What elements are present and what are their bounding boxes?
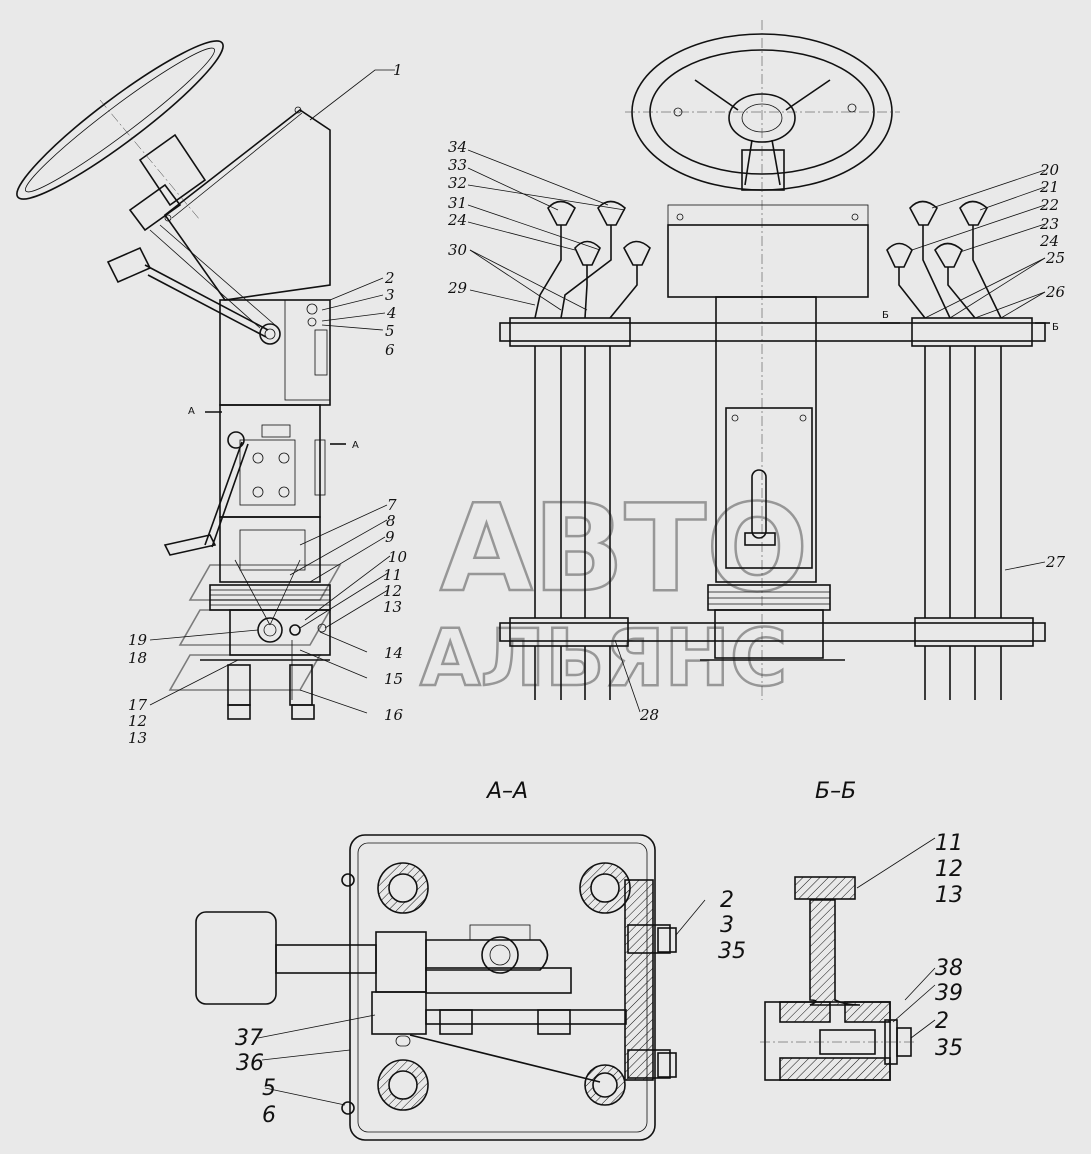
callout-21: 21 bbox=[1039, 178, 1059, 196]
callout-29: 29 bbox=[447, 279, 468, 297]
callout-28: 28 bbox=[639, 706, 659, 724]
callout-23: 23 bbox=[1039, 215, 1059, 233]
rods-left bbox=[534, 346, 611, 700]
watermark: АВТО АЛЬЯНС bbox=[168, 479, 809, 705]
watermark-logo bbox=[168, 564, 342, 691]
bb-callout-38: 38 bbox=[935, 956, 963, 981]
side-view: А А bbox=[16, 40, 359, 720]
callout-7: 7 bbox=[387, 496, 397, 514]
watermark-line2: АЛЬЯНС bbox=[420, 614, 787, 704]
section-aa-labels: 2 3 35 37 36 5 6 bbox=[235, 888, 746, 1128]
aa-callout-6: 6 bbox=[262, 1103, 276, 1128]
section-bb-labels: 11 12 13 38 39 2 35 bbox=[935, 831, 963, 1061]
callout-11: 11 bbox=[383, 566, 402, 584]
column-housing bbox=[163, 109, 331, 301]
callout-3: 3 bbox=[385, 286, 395, 304]
callout-25: 25 bbox=[1045, 249, 1065, 267]
callout-17-13: 13 bbox=[128, 729, 147, 747]
callout-17-12: 12 bbox=[128, 712, 147, 730]
section-bb bbox=[760, 837, 936, 1081]
callout-19: 19 bbox=[128, 631, 148, 649]
section-title-bb: Б–Б bbox=[815, 779, 856, 804]
callout-12: 12 bbox=[383, 582, 402, 600]
section-mark-b-right: Б bbox=[1052, 322, 1059, 333]
callout-4: 4 bbox=[386, 304, 397, 322]
aa-callout-37: 37 bbox=[235, 1026, 263, 1051]
callout-24-left: 24 bbox=[447, 211, 467, 229]
callout-15: 15 bbox=[384, 670, 403, 688]
callout-24-right: 24 bbox=[1039, 232, 1059, 250]
callout-26: 26 bbox=[1045, 283, 1066, 301]
callout-16: 16 bbox=[384, 706, 404, 724]
section-mark-a-right: А bbox=[352, 440, 359, 451]
callout-31: 31 bbox=[448, 194, 467, 212]
section-aa bbox=[195, 834, 706, 1141]
bb-callout-39: 39 bbox=[935, 981, 963, 1006]
callout-17: 17 bbox=[128, 696, 148, 714]
callout-9: 9 bbox=[385, 528, 395, 546]
callout-18: 18 bbox=[128, 649, 147, 667]
lever-knobs-right bbox=[886, 200, 1002, 319]
lever-knob-side bbox=[106, 246, 152, 284]
aa-callout-35: 35 bbox=[718, 939, 746, 964]
bb-callout-2: 2 bbox=[935, 1009, 949, 1034]
callout-30: 30 bbox=[448, 241, 468, 259]
watermark-line1: АВТО bbox=[440, 480, 808, 619]
callout-34: 34 bbox=[448, 138, 467, 156]
section-mark-b-left: Б bbox=[882, 310, 889, 321]
callout-6: 6 bbox=[385, 341, 395, 359]
front-view: Б Б bbox=[499, 20, 1059, 700]
callout-10: 10 bbox=[388, 548, 408, 566]
callout-20: 20 bbox=[1039, 161, 1060, 179]
bb-callout-11: 11 bbox=[935, 831, 963, 856]
steering-wheel-side bbox=[16, 40, 224, 232]
bb-callout-13: 13 bbox=[935, 883, 963, 908]
callout-13: 13 bbox=[383, 598, 402, 616]
section-title-aa: А–А bbox=[485, 779, 528, 804]
knob-aa bbox=[195, 911, 277, 1005]
aa-callout-5: 5 bbox=[262, 1076, 276, 1101]
callout-5: 5 bbox=[385, 322, 395, 340]
steering-wheel-front bbox=[625, 20, 900, 700]
bb-callout-12: 12 bbox=[935, 857, 963, 882]
callout-32: 32 bbox=[448, 174, 467, 192]
aa-callout-36: 36 bbox=[236, 1051, 264, 1076]
bb-callout-35: 35 bbox=[935, 1036, 963, 1061]
callout-27: 27 bbox=[1045, 553, 1066, 571]
callout-14: 14 bbox=[384, 644, 403, 662]
section-mark-a-left: А bbox=[188, 406, 195, 417]
callout-22: 22 bbox=[1039, 196, 1059, 214]
callout-8: 8 bbox=[386, 512, 396, 530]
aa-callout-2: 2 bbox=[720, 888, 734, 913]
aa-callout-3: 3 bbox=[720, 913, 734, 938]
callout-2: 2 bbox=[384, 269, 395, 287]
callout-1: 1 bbox=[393, 61, 403, 79]
leader-lines bbox=[149, 69, 1046, 714]
callout-33: 33 bbox=[448, 156, 467, 174]
callout-labels: 1 2 3 4 5 6 7 8 9 10 11 12 13 14 15 16 1… bbox=[128, 61, 1066, 747]
lever-knobs-left bbox=[534, 200, 651, 319]
bellows-side bbox=[209, 584, 331, 611]
rods-right bbox=[924, 346, 1002, 700]
